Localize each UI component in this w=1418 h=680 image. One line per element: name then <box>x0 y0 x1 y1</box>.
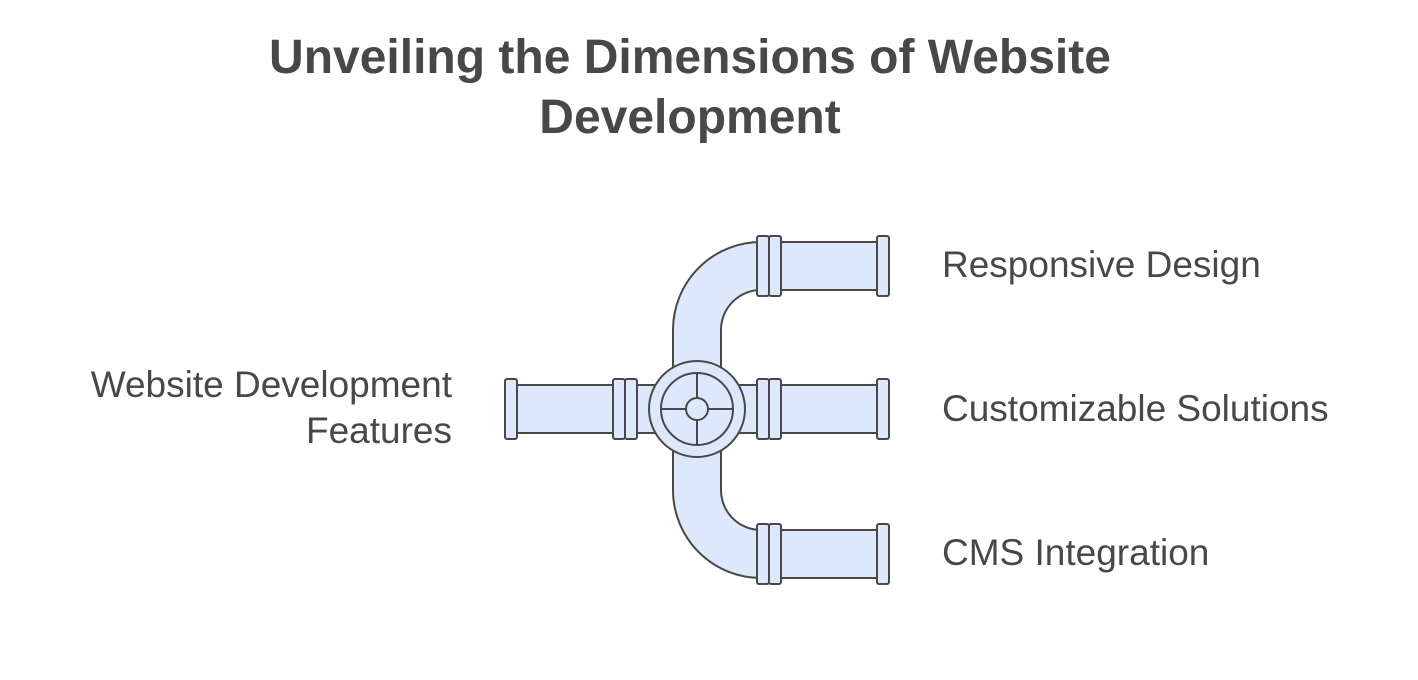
inlet-pipe <box>504 378 660 440</box>
output-label-customizable-solutions: Customizable Solutions <box>942 388 1329 429</box>
outlet-pipe-cms-integration <box>756 523 890 585</box>
source-label-line-1: Website Development <box>90 364 452 405</box>
output-label-cms-integration: CMS Integration <box>942 532 1210 573</box>
upper-elbow-pipe <box>672 240 762 386</box>
title-line-1: Unveiling the Dimensions of Website <box>269 31 1111 84</box>
diagram-title: Unveiling the Dimensions of Website Deve… <box>0 28 1380 148</box>
outlet-pipe-responsive-design <box>756 235 890 297</box>
outlet-pipe-customizable-solutions <box>736 378 890 440</box>
source-label-line-2: Features <box>305 410 452 451</box>
source-label: Website Development Features <box>0 362 452 454</box>
valve-wheel-icon <box>648 360 746 458</box>
lower-elbow-pipe <box>672 431 762 580</box>
output-label-responsive-design: Responsive Design <box>942 244 1261 285</box>
title-line-2: Development <box>539 91 841 144</box>
